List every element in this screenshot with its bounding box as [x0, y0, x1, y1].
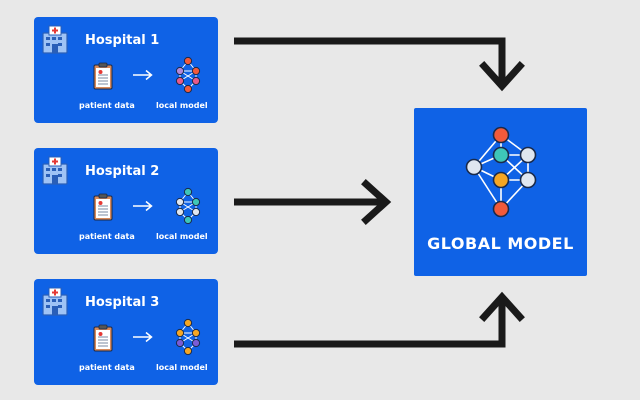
arrow-hospital3-to-global: [234, 300, 506, 348]
hospital-card-2: Hospital 2 patient data local model: [34, 148, 218, 254]
local-model-label: local model: [156, 101, 208, 110]
hospital-name: Hospital 1: [85, 33, 160, 48]
arrow-hospital1-to-global: [234, 37, 506, 84]
patient-data-label: patient data: [79, 363, 135, 372]
arrow-right-icon: [133, 69, 153, 81]
hospital-card-3: Hospital 3 patient data local model: [34, 279, 218, 385]
clipboard-icon: [93, 324, 113, 352]
hospital-building-icon: [42, 25, 68, 54]
arrowhead-1: [479, 61, 525, 92]
global-neural-network-icon: [465, 126, 537, 218]
hospital-name: Hospital 3: [85, 295, 160, 310]
patient-data-label: patient data: [79, 101, 135, 110]
hospital-building-icon: [42, 156, 68, 185]
local-model-label: local model: [156, 363, 208, 372]
patient-data-label: patient data: [79, 232, 135, 241]
global-model-card: GLOBAL MODEL: [414, 108, 587, 276]
neural-network-icon: [175, 187, 201, 225]
arrow-right-icon: [133, 200, 153, 212]
arrow-right-icon: [133, 331, 153, 343]
hospital-card-1: Hospital 1 patient data local model: [34, 17, 218, 123]
neural-network-icon: [175, 318, 201, 356]
arrowhead-3: [479, 291, 525, 322]
arrowhead-2: [361, 179, 392, 225]
clipboard-icon: [93, 193, 113, 221]
local-model-label: local model: [156, 232, 208, 241]
hospital-name: Hospital 2: [85, 164, 160, 179]
hospital-building-icon: [42, 287, 68, 316]
global-model-title: GLOBAL MODEL: [427, 234, 574, 253]
clipboard-icon: [93, 62, 113, 90]
neural-network-icon: [175, 56, 201, 94]
